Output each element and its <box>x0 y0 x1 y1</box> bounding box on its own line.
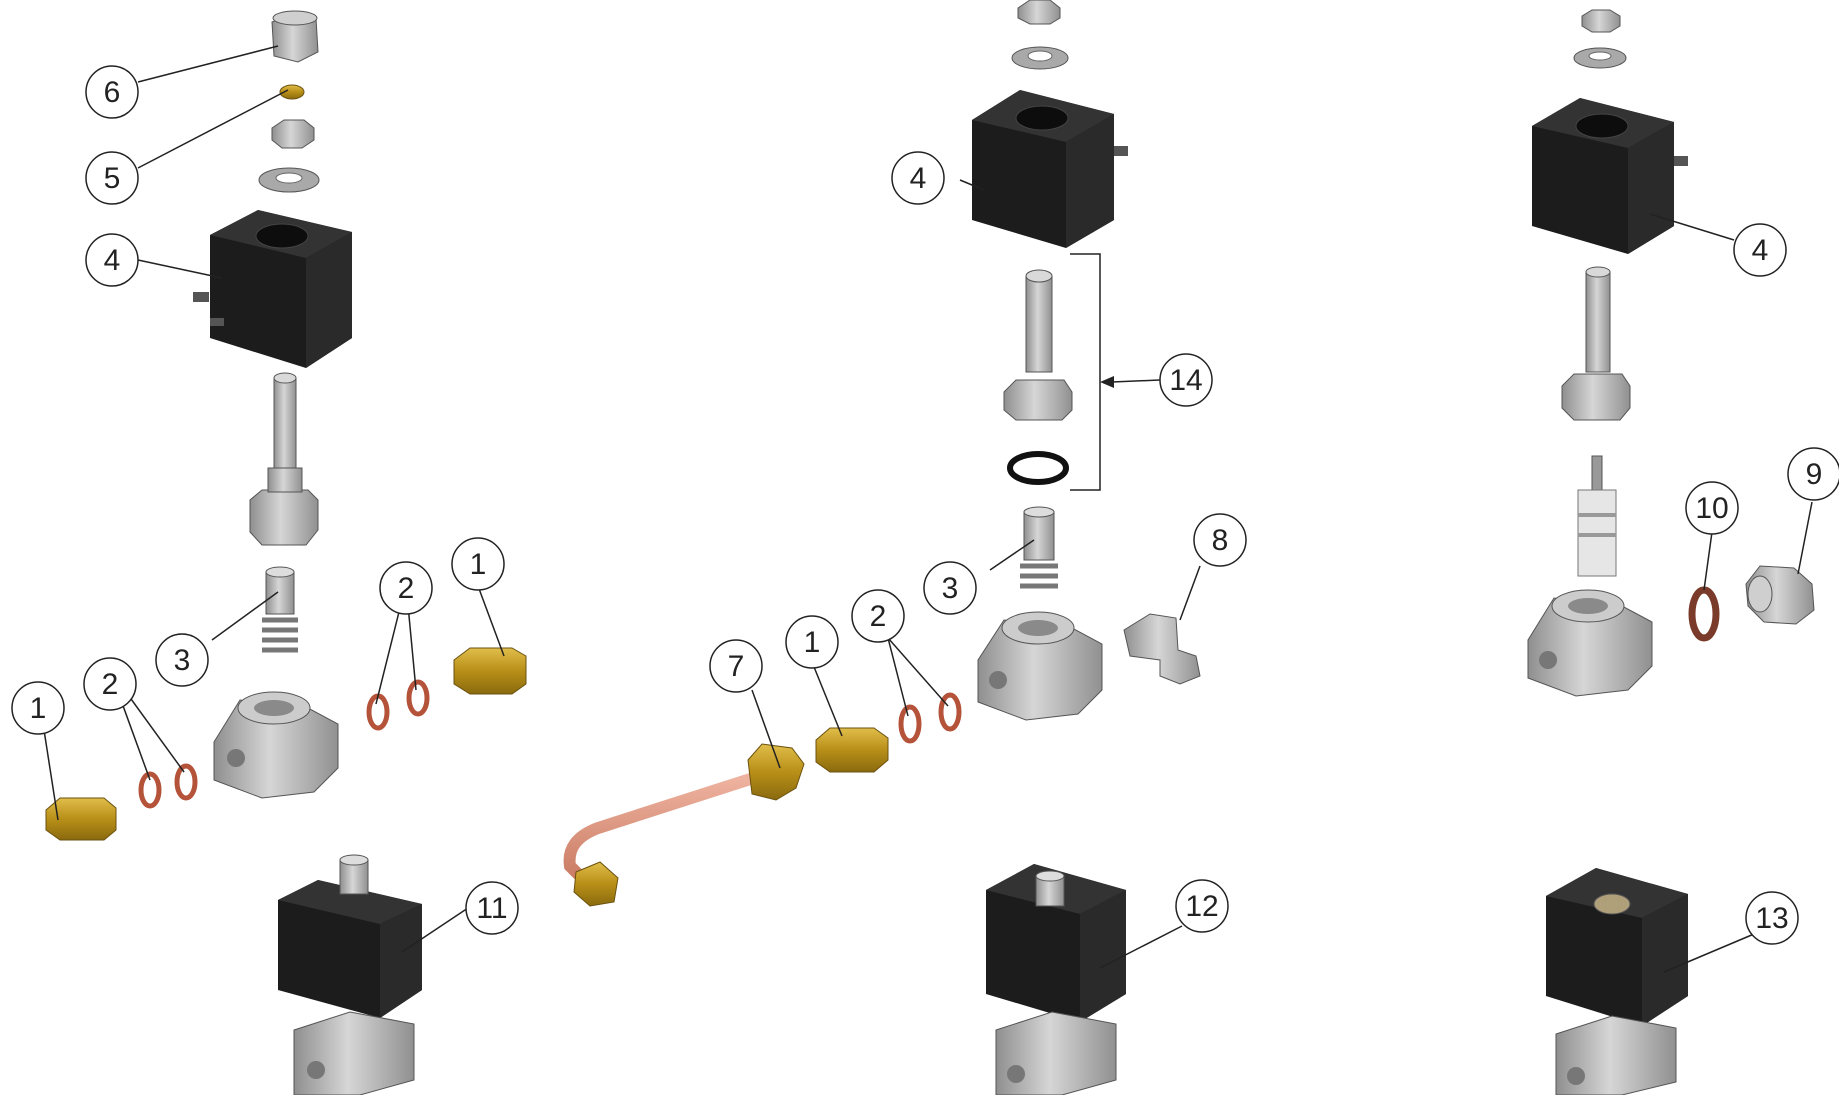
svg-text:8: 8 <box>1212 524 1229 557</box>
brass-fitting-middle <box>815 727 889 773</box>
svg-text:11: 11 <box>476 892 507 925</box>
copper-ring <box>174 763 198 801</box>
callout-8: 8 <box>1193 513 1247 567</box>
plunger-part <box>1577 455 1617 577</box>
valve-body-part <box>213 691 339 799</box>
copper-ring <box>406 679 430 717</box>
armature-tube-part <box>1561 266 1631 421</box>
left-assembly <box>45 10 527 1095</box>
callout-2-middle: 2 <box>851 589 905 643</box>
solenoid-coil-part <box>1532 98 1688 254</box>
svg-text:1: 1 <box>804 626 821 659</box>
valve-body-part <box>1527 589 1653 697</box>
solenoid-coil-part <box>972 90 1128 248</box>
plug-fitting-part <box>1745 565 1815 625</box>
o-ring-part <box>1007 451 1069 485</box>
armature-tube-part <box>1003 269 1073 421</box>
svg-text:1: 1 <box>30 692 47 725</box>
nut-washer-part <box>1011 0 1069 70</box>
callout-13: 13 <box>1745 891 1799 945</box>
svg-text:3: 3 <box>942 572 959 605</box>
copper-ring <box>1688 586 1720 642</box>
svg-text:2: 2 <box>398 572 415 605</box>
callout-5: 5 <box>85 151 139 205</box>
armature-tube-part <box>249 372 319 546</box>
middle-assembly <box>563 0 1201 1095</box>
callout-12: 12 <box>1175 879 1229 933</box>
svg-text:2: 2 <box>870 600 887 633</box>
copper-ring <box>366 693 390 731</box>
valve-body-part <box>977 611 1103 721</box>
callout-7: 7 <box>709 639 763 693</box>
plunger-part <box>262 566 298 653</box>
complete-valve-13 <box>1546 868 1688 1095</box>
callout-3-middle: 3 <box>923 561 977 615</box>
callout-1-left-upper: 1 <box>451 537 505 591</box>
callout-9: 9 <box>1787 447 1839 501</box>
svg-text:13: 13 <box>1755 902 1788 935</box>
svg-text:12: 12 <box>1185 890 1218 923</box>
callout-4-middle: 4 <box>891 151 945 205</box>
copper-ring <box>138 771 162 809</box>
copper-tube-part <box>563 743 805 907</box>
callout-2-left-upper: 2 <box>379 561 433 615</box>
callout-3-left: 3 <box>155 633 209 687</box>
arrow-14 <box>1100 376 1161 388</box>
plunger-part <box>1020 506 1058 589</box>
cap-nut-part <box>271 10 319 63</box>
complete-valve-11 <box>278 854 422 1095</box>
nut-washer-part <box>258 119 320 193</box>
complete-valve-12 <box>986 864 1126 1095</box>
brass-fitting-right <box>453 647 527 695</box>
svg-text:5: 5 <box>104 162 121 195</box>
svg-text:10: 10 <box>1695 492 1728 525</box>
copper-ring <box>938 692 962 732</box>
callout-1-middle: 1 <box>785 615 839 669</box>
svg-text:4: 4 <box>910 162 927 195</box>
callout-2-left: 2 <box>83 657 137 711</box>
elbow-fitting-part <box>1123 613 1201 685</box>
svg-text:9: 9 <box>1806 458 1823 491</box>
callout-1-left: 1 <box>11 681 65 735</box>
callout-11: 11 <box>465 881 519 935</box>
solenoid-coil-part <box>193 210 352 368</box>
svg-text:4: 4 <box>1752 234 1769 267</box>
svg-text:3: 3 <box>174 644 191 677</box>
callout-6: 6 <box>85 65 139 119</box>
svg-text:2: 2 <box>102 668 119 701</box>
group-bracket <box>1070 253 1101 491</box>
svg-text:6: 6 <box>104 76 121 109</box>
nut-washer-part <box>1573 9 1627 69</box>
svg-text:14: 14 <box>1169 364 1202 397</box>
brass-fitting-left <box>45 797 117 841</box>
brass-bush-part <box>279 84 305 100</box>
callout-10: 10 <box>1685 481 1739 535</box>
svg-text:4: 4 <box>104 244 121 277</box>
callout-4-left: 4 <box>85 233 139 287</box>
callout-14: 14 <box>1159 353 1213 407</box>
svg-text:1: 1 <box>470 548 487 581</box>
svg-text:7: 7 <box>728 650 745 683</box>
copper-ring <box>898 704 922 744</box>
right-assembly <box>1527 9 1815 1095</box>
callout-4-right: 4 <box>1733 223 1787 277</box>
